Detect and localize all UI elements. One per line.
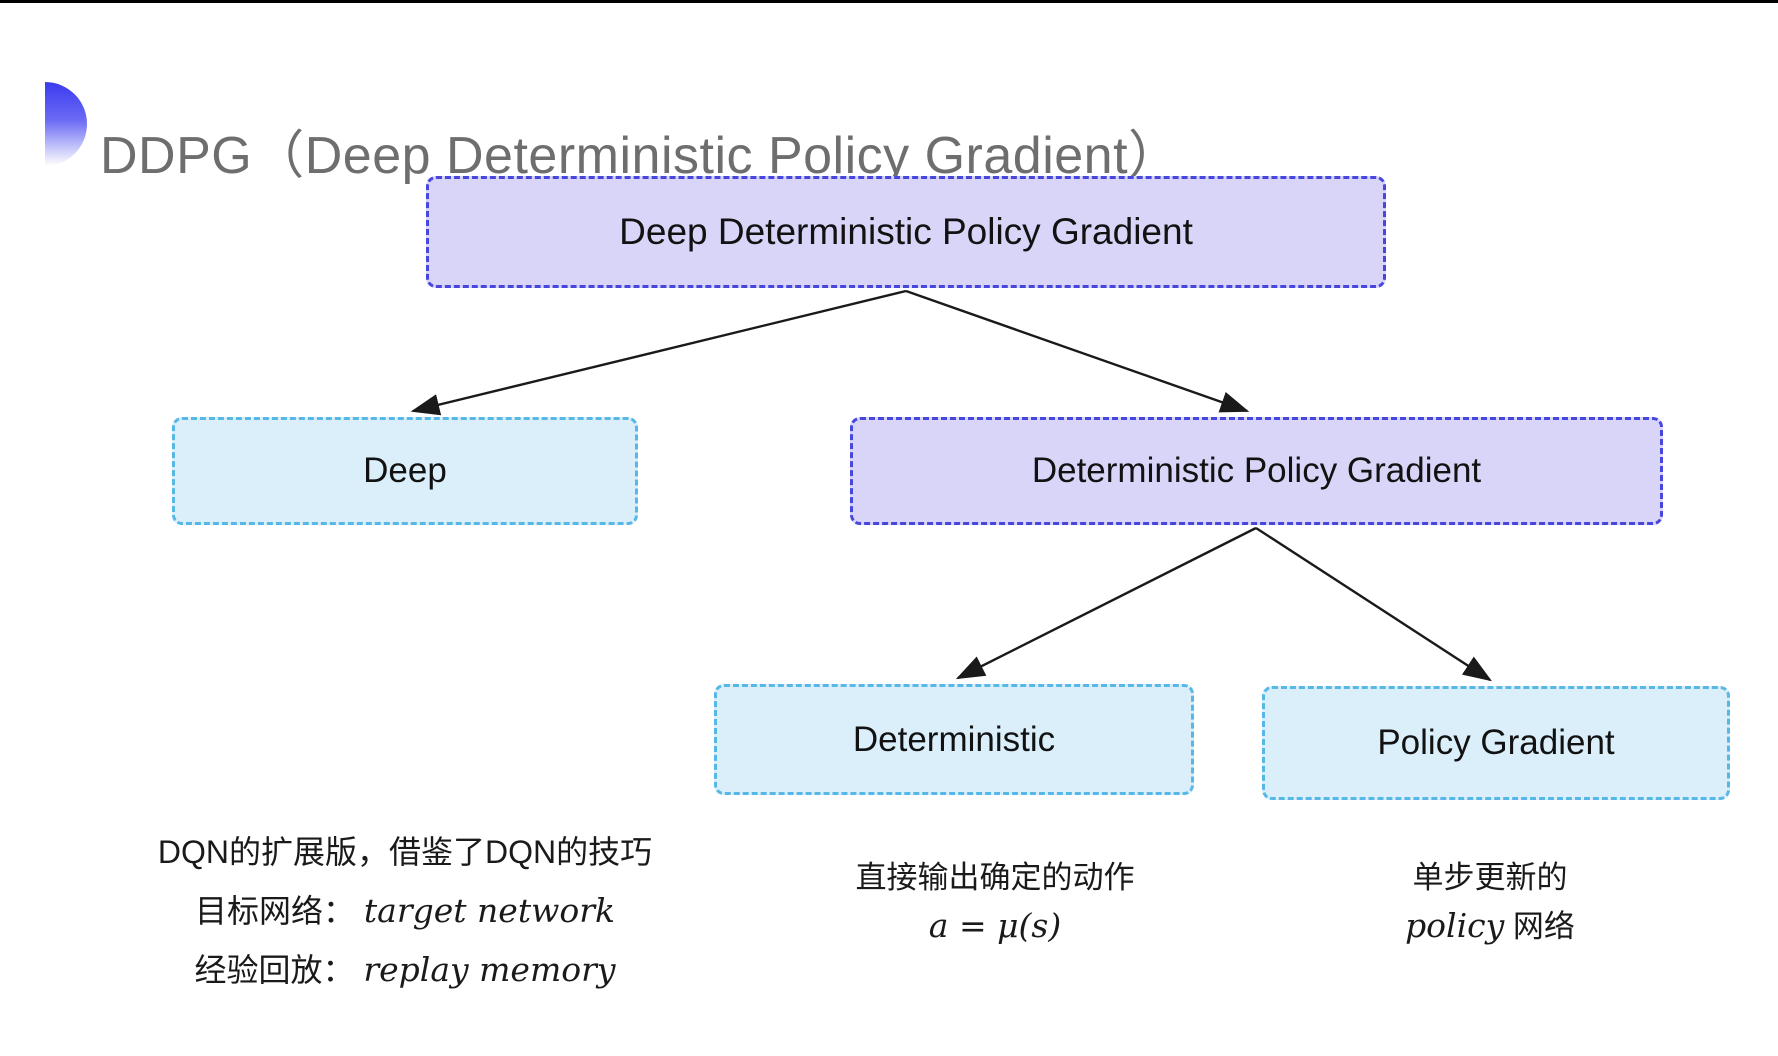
note-deep-line3-label: 经验回放：	[194, 952, 355, 988]
note-deep: DQN的扩展版，借鉴了DQN的技巧 目标网络： target network 经…	[105, 836, 705, 1010]
note-pg-line2-term: policy	[1405, 906, 1505, 945]
note-deep-line2: 目标网络： target network	[105, 894, 705, 927]
node-deep-deterministic-policy-gradient: Deep Deterministic Policy Gradient	[426, 176, 1386, 288]
top-edge-line	[0, 0, 1778, 3]
node-label: Policy Gradient	[1377, 723, 1615, 762]
node-deterministic: Deterministic	[714, 684, 1194, 795]
note-deep-line2-term: target network	[363, 891, 615, 930]
arrow-root-to-dpg	[905, 289, 1250, 413]
note-deep-line3-term: replay memory	[363, 950, 616, 989]
node-label: Deterministic Policy Gradient	[1031, 451, 1482, 490]
slide-title: DDPG（Deep Deterministic Policy Gradient）	[100, 126, 1181, 185]
note-pg-line2-label: 网络	[1512, 909, 1575, 944]
node-deep: Deep	[172, 417, 638, 525]
note-deep-line2-label: 目标网络：	[195, 893, 356, 929]
node-label: Deep	[363, 451, 447, 490]
arrow-root-to-deep	[410, 289, 907, 416]
note-deep-line3: 经验回放： replay memory	[105, 953, 705, 986]
note-det-formula: a = μ(s)	[745, 909, 1245, 942]
node-deterministic-policy-gradient: Deterministic Policy Gradient	[850, 417, 1663, 525]
note-policy-gradient: 单步更新的 policy 网络	[1240, 862, 1740, 942]
title-bullet-icon	[45, 82, 87, 166]
note-det-line1: 直接输出确定的动作	[855, 860, 1135, 895]
node-policy-gradient: Policy Gradient	[1262, 686, 1730, 800]
note-pg-line2: policy 网络	[1240, 909, 1740, 942]
node-label: Deep Deterministic Policy Gradient	[619, 211, 1193, 252]
arrow-dpg-to-pg	[1255, 526, 1493, 682]
node-label: Deterministic	[852, 719, 1056, 759]
note-deterministic: 直接输出确定的动作 a = μ(s)	[745, 862, 1245, 942]
formula-text: a = μ(s)	[928, 906, 1062, 945]
note-deep-line1: DQN的扩展版，借鉴了DQN的技巧	[157, 834, 653, 870]
note-pg-line1: 单步更新的	[1412, 860, 1568, 895]
arrow-dpg-to-det	[955, 526, 1257, 680]
